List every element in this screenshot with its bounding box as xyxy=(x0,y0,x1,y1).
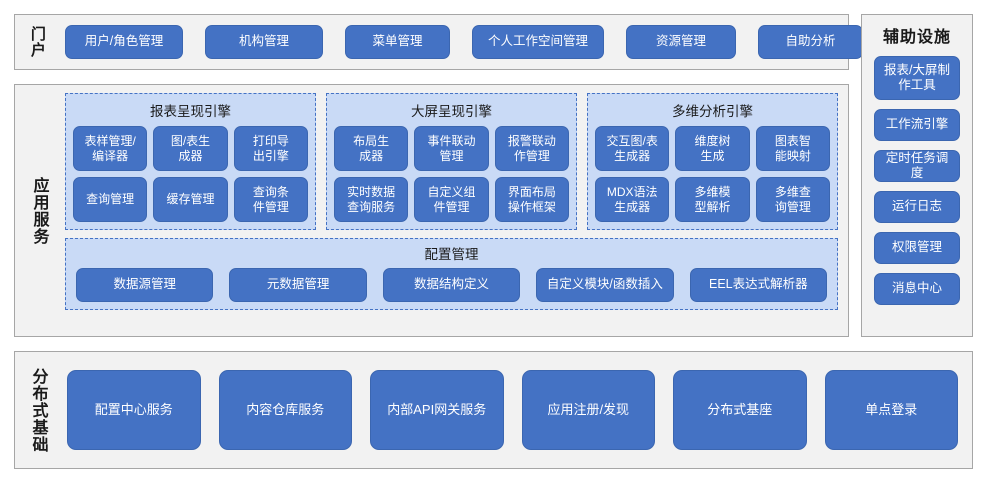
application-services-label: 应用服务 xyxy=(30,176,48,245)
distributed-button-5[interactable]: 单点登录 xyxy=(824,370,958,450)
engine-2-button-5[interactable]: 多维查 询管理 xyxy=(755,177,830,222)
engine-0-button-5[interactable]: 查询条 件管理 xyxy=(233,177,308,222)
distributed-button-row: 配置中心服务内容仓库服务内部API网关服务应用注册/发现分布式基座单点登录 xyxy=(59,370,972,450)
engine-0-button-3[interactable]: 查询管理 xyxy=(73,177,148,222)
distributed-base-panel: 分布式基础 配置中心服务内容仓库服务内部API网关服务应用注册/发现分布式基座单… xyxy=(14,351,973,469)
engine-1-button-3[interactable]: 实时数据 查询服务 xyxy=(334,177,409,222)
aux-button-3[interactable]: 运行日志 xyxy=(874,191,960,223)
aux-facilities-list: 报表/大屏制 作工具工作流引擎定时任务调度运行日志权限管理消息中心 xyxy=(862,56,972,305)
engine-2-button-0[interactable]: 交互图/表 生成器 xyxy=(595,126,670,171)
engine-0-button-4[interactable]: 缓存管理 xyxy=(153,177,228,222)
config-management-group: 配置管理 数据源管理元数据管理数据结构定义自定义模块/函数插入 EEL表达式解析器 xyxy=(65,238,838,310)
application-services-body: 报表呈现引擎表样管理/ 编译器图/表生 成器打印导 出引擎查询管理缓存管理查询条… xyxy=(61,85,848,336)
distributed-button-0[interactable]: 配置中心服务 xyxy=(67,370,201,450)
engine-2-button-1[interactable]: 维度树 生成 xyxy=(675,126,750,171)
application-services-panel: 应用服务 报表呈现引擎表样管理/ 编译器图/表生 成器打印导 出引擎查询管理缓存… xyxy=(14,84,849,337)
distributed-button-4[interactable]: 分布式基座 xyxy=(673,370,807,450)
distributed-button-2[interactable]: 内部API网关服务 xyxy=(370,370,504,450)
portal-button-5[interactable]: 自助分析 xyxy=(758,25,863,59)
portal-button-3[interactable]: 个人工作空间管理 xyxy=(472,25,604,59)
engine-2-button-4[interactable]: 多维模 型解析 xyxy=(675,177,750,222)
portal-button-row: 用户/角色管理机构管理菜单管理个人工作空间管理资源管理自助分析 xyxy=(59,15,863,69)
distributed-button-1[interactable]: 内容仓库服务 xyxy=(218,370,352,450)
engine-title-2: 多维分析引擎 xyxy=(672,104,753,119)
engine-grid-1: 布局生 成器事件联动 管理报警联动 作管理实时数据 查询服务自定义组 件管理界面… xyxy=(334,126,569,222)
portal-button-2[interactable]: 菜单管理 xyxy=(345,25,450,59)
config-button-0[interactable]: 数据源管理 xyxy=(76,268,214,302)
engine-title-1: 大屏呈现引擎 xyxy=(411,104,492,119)
portal-panel-label: 门户 xyxy=(28,26,46,58)
engine-2-button-2[interactable]: 图表智 能映射 xyxy=(755,126,830,171)
engine-grid-2: 交互图/表 生成器维度树 生成图表智 能映射 MDX语法 生成器多维模 型解析多维… xyxy=(595,126,830,222)
engine-2-button-3[interactable]: MDX语法 生成器 xyxy=(595,177,670,222)
config-button-3[interactable]: 自定义模块/函数插入 xyxy=(536,268,674,302)
engine-group-0: 报表呈现引擎表样管理/ 编译器图/表生 成器打印导 出引擎查询管理缓存管理查询条… xyxy=(65,93,316,230)
aux-button-5[interactable]: 消息中心 xyxy=(874,273,960,305)
aux-facilities-panel: 辅助设施 报表/大屏制 作工具工作流引擎定时任务调度运行日志权限管理消息中心 xyxy=(861,14,973,337)
engine-1-button-1[interactable]: 事件联动 管理 xyxy=(414,126,489,171)
engine-1-button-5[interactable]: 界面布局 操作框架 xyxy=(494,177,569,222)
portal-button-0[interactable]: 用户/角色管理 xyxy=(65,25,183,59)
portal-button-1[interactable]: 机构管理 xyxy=(205,25,323,59)
config-management-row: 数据源管理元数据管理数据结构定义自定义模块/函数插入 EEL表达式解析器 xyxy=(76,268,828,302)
aux-button-4[interactable]: 权限管理 xyxy=(874,232,960,264)
aux-button-0[interactable]: 报表/大屏制 作工具 xyxy=(874,56,960,100)
distributed-base-body: 配置中心服务内容仓库服务内部API网关服务应用注册/发现分布式基座单点登录 xyxy=(59,352,972,468)
config-button-4[interactable]: EEL表达式解析器 xyxy=(689,268,828,302)
aux-button-1[interactable]: 工作流引擎 xyxy=(874,109,960,141)
engine-0-button-2[interactable]: 打印导 出引擎 xyxy=(233,126,308,171)
engine-1-button-0[interactable]: 布局生 成器 xyxy=(334,126,409,171)
engine-grid-0: 表样管理/ 编译器图/表生 成器打印导 出引擎查询管理缓存管理查询条 件管理 xyxy=(73,126,308,222)
portal-panel: 门户 用户/角色管理机构管理菜单管理个人工作空间管理资源管理自助分析 xyxy=(14,14,863,70)
engine-1-button-2[interactable]: 报警联动 作管理 xyxy=(494,126,569,171)
distributed-base-label: 分布式基础 xyxy=(29,367,47,453)
engine-0-button-0[interactable]: 表样管理/ 编译器 xyxy=(73,126,148,171)
aux-button-2[interactable]: 定时任务调度 xyxy=(874,150,960,182)
portal-button-4[interactable]: 资源管理 xyxy=(626,25,736,59)
engine-0-button-1[interactable]: 图/表生 成器 xyxy=(153,126,228,171)
config-button-2[interactable]: 数据结构定义 xyxy=(382,268,521,302)
engine-group-1: 大屏呈现引擎布局生 成器事件联动 管理报警联动 作管理实时数据 查询服务自定义组… xyxy=(326,93,577,230)
aux-facilities-title: 辅助设施 xyxy=(882,29,951,46)
config-management-title: 配置管理 xyxy=(424,247,479,262)
engine-title-0: 报表呈现引擎 xyxy=(150,104,231,119)
engines-row: 报表呈现引擎表样管理/ 编译器图/表生 成器打印导 出引擎查询管理缓存管理查询条… xyxy=(65,93,838,230)
engine-group-2: 多维分析引擎交互图/表 生成器维度树 生成图表智 能映射 MDX语法 生成器多维模… xyxy=(587,93,838,230)
engine-1-button-4[interactable]: 自定义组 件管理 xyxy=(414,177,489,222)
config-button-1[interactable]: 元数据管理 xyxy=(229,268,367,302)
distributed-button-3[interactable]: 应用注册/发现 xyxy=(521,370,655,450)
